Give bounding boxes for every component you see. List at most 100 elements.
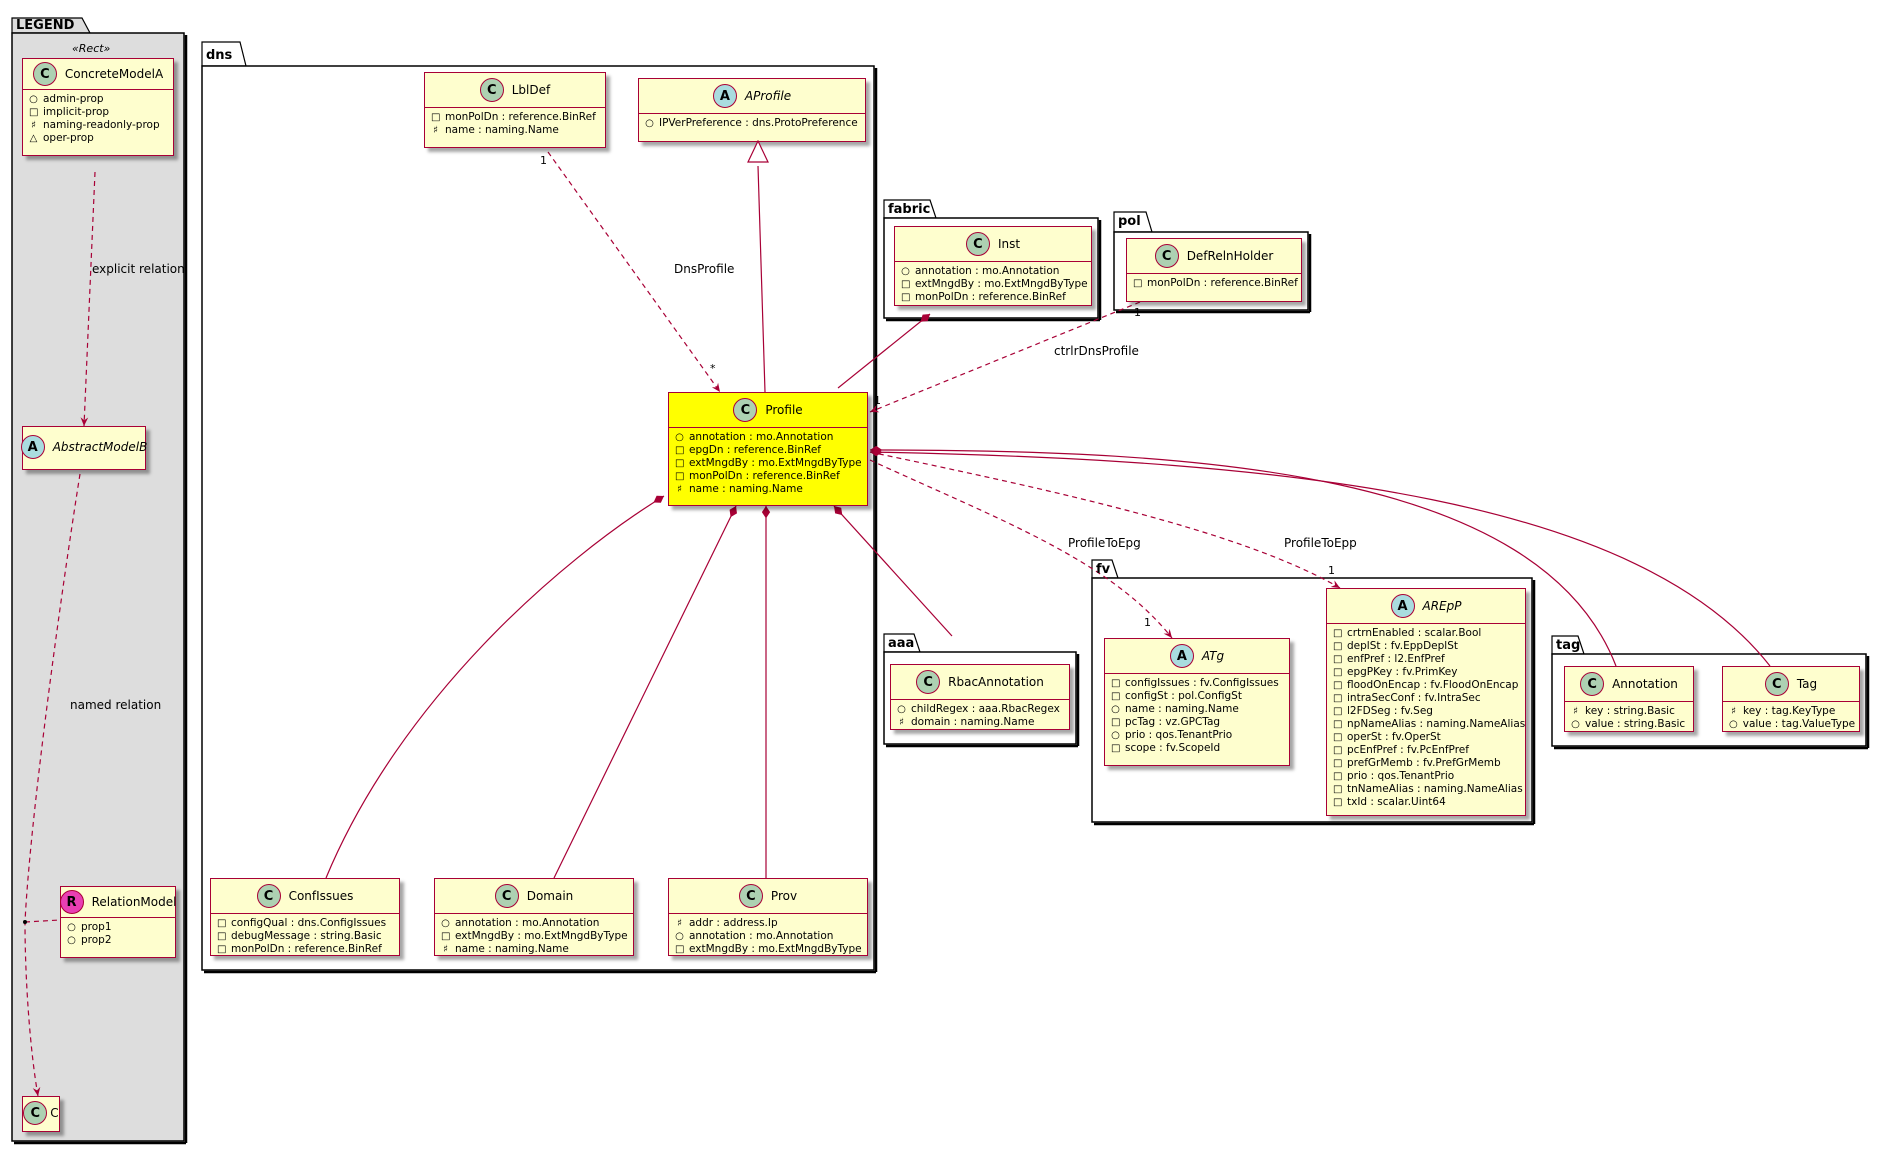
- visibility-icon: □: [431, 112, 441, 123]
- class-name: ATg: [1201, 649, 1225, 663]
- ctrlrdnsprofile-multiplicity: 1: [874, 394, 881, 407]
- attribute-row: □txId : scalar.Uint64: [1333, 796, 1519, 809]
- legend-package-title: LEGEND: [16, 18, 75, 33]
- attribute-text: configSt : pol.ConfigSt: [1125, 690, 1242, 702]
- attribute-row: □monPolDn : reference.BinRef: [675, 470, 861, 483]
- relation-edges: [24, 151, 1771, 1097]
- class-icon: C: [479, 78, 504, 102]
- visibility-icon: □: [901, 279, 911, 290]
- attribute-row: □pcEnfPref : fv.PcEnfPref: [1333, 744, 1519, 757]
- fabric-package-title: fabric: [888, 202, 931, 217]
- visibility-icon: ♯: [899, 717, 904, 728]
- visibility-icon: ○: [1111, 730, 1120, 741]
- profiletoepg-label: ProfileToEpg: [1068, 536, 1141, 550]
- class-icon: C: [256, 884, 281, 908]
- attribute-row: □epgPKey : fv.PrimKey: [1333, 666, 1519, 679]
- visibility-icon: □: [1133, 278, 1143, 289]
- attribute-list: □configQual : dns.ConfigIssues□debugMess…: [211, 914, 399, 960]
- attribute-text: operSt : fv.OperSt: [1347, 731, 1441, 743]
- attribute-row: □configQual : dns.ConfigIssues: [217, 917, 393, 930]
- abstract-icon: A: [712, 84, 737, 108]
- attribute-text: intraSecConf : fv.IntraSec: [1347, 692, 1481, 704]
- ctrlrdnsprofile-edge: [869, 301, 1141, 413]
- attribute-text: annotation : mo.Annotation: [455, 917, 600, 929]
- attribute-text: epgDn : reference.BinRef: [689, 444, 821, 456]
- attribute-row: ♯name : naming.Name: [441, 943, 627, 956]
- attribute-text: monPolDn : reference.BinRef: [915, 291, 1066, 303]
- attribute-row: □configIssues : fv.ConfigIssues: [1111, 677, 1283, 690]
- attribute-row: □extMngdBy : mo.ExtMngdByType: [675, 943, 862, 956]
- attribute-row: □ monPolDn : reference.BinRef: [1133, 277, 1298, 290]
- attribute-row: □monPolDn : reference.BinRef: [431, 111, 599, 124]
- attribute-text: monPolDn : reference.BinRef: [1147, 277, 1298, 289]
- attribute-text: extMngdBy : mo.ExtMngdByType: [915, 278, 1088, 290]
- visibility-icon: □: [1333, 771, 1343, 782]
- attribute-text: epgPKey : fv.PrimKey: [1347, 666, 1458, 678]
- attribute-text: floodOnEncap : fv.FloodOnEncap: [1347, 679, 1519, 691]
- generalization-edge: [757, 165, 766, 393]
- attribute-text: addr : address.Ip: [689, 917, 778, 929]
- class-rbacannotation[interactable]: C RbacAnnotation ○childRegex : aaa.RbacRe…: [890, 664, 1070, 730]
- attribute-text: configIssues : fv.ConfigIssues: [1125, 677, 1279, 689]
- visibility-icon: ○: [901, 266, 910, 277]
- attribute-row: ♯naming-readonly-prop: [29, 119, 167, 132]
- attribute-row: ○prio : qos.TenantPrio: [1111, 729, 1283, 742]
- visibility-icon: □: [1333, 745, 1343, 756]
- tag-composition-edge: [869, 448, 1771, 667]
- attribute-row: ♯domain : naming.Name: [897, 716, 1063, 729]
- attribute-text: prefGrMemb : fv.PrefGrMemb: [1347, 757, 1501, 769]
- attribute-row: ♯addr : address.Ip: [675, 917, 861, 930]
- dnsprofile-label: DnsProfile: [674, 262, 735, 276]
- class-confissues[interactable]: C ConfIssues □configQual : dns.ConfigIssu…: [210, 878, 400, 956]
- class-name: ConfIssues: [288, 889, 354, 903]
- attribute-row: ○prop1: [67, 921, 169, 934]
- visibility-icon: ○: [1111, 704, 1120, 715]
- class-icon: C: [32, 62, 57, 86]
- profiletoepp-multiplicity: 1: [1328, 564, 1335, 577]
- attribute-list: ○childRegex : aaa.RbacRegex♯domain : nam…: [891, 700, 1069, 733]
- visibility-icon: □: [675, 471, 685, 482]
- attribute-row: ○annotation : mo.Annotation: [675, 431, 861, 444]
- visibility-icon: ○: [67, 935, 76, 946]
- legend-package: [11, 17, 188, 1145]
- pol-package-title: pol: [1118, 214, 1141, 229]
- visibility-icon: □: [217, 944, 227, 955]
- profiletoepg-edge: [869, 459, 1173, 639]
- class-icon: C: [916, 670, 941, 694]
- class-name: LblDef: [511, 83, 551, 97]
- attribute-row: □implicit-prop: [29, 106, 167, 119]
- class-name: RbacAnnotation: [948, 675, 1044, 689]
- attribute-text: value : string.Basic: [1585, 718, 1686, 730]
- visibility-icon: □: [1333, 706, 1343, 717]
- attribute-row: □crtrnEnabled : scalar.Bool: [1333, 627, 1519, 640]
- profiletoepg-multiplicity: 1: [1144, 616, 1151, 629]
- attribute-text: extMngdBy : mo.ExtMngdByType: [455, 930, 628, 942]
- relation-icon: R: [59, 890, 84, 914]
- attribute-text: enfPref : l2.EnfPref: [1347, 653, 1445, 665]
- dnsprofile-edge: [547, 151, 721, 393]
- class-name: Profile: [765, 403, 803, 417]
- visibility-icon: ♯: [433, 125, 438, 136]
- attribute-row: □epgDn : reference.BinRef: [675, 444, 861, 457]
- class-name: Domain: [526, 889, 574, 903]
- fv-package-title: fv: [1096, 562, 1111, 577]
- inst-composition-edge: [837, 313, 931, 389]
- legend-named-relation-edge: [24, 473, 81, 1097]
- attribute-row: ♯key : string.Basic: [1571, 705, 1687, 718]
